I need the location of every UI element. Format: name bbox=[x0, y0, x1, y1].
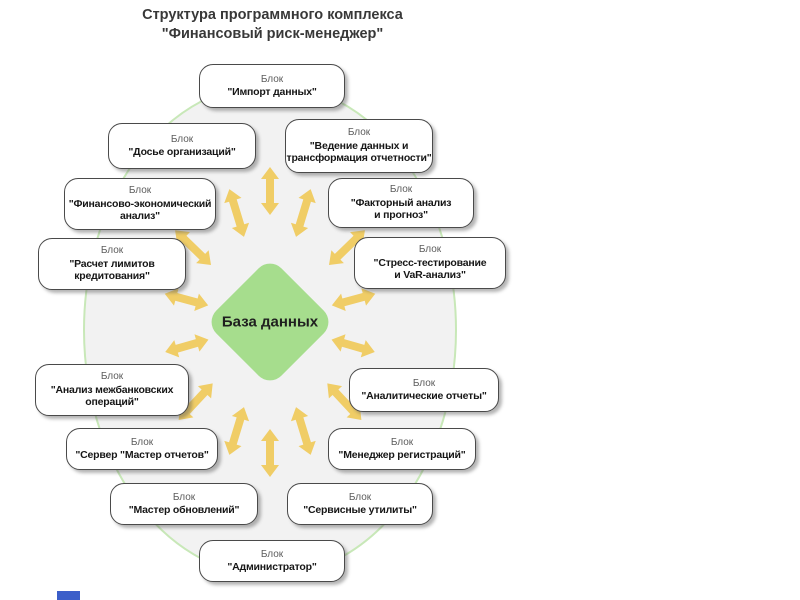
block-update-wizard: Блок"Мастер обновлений" bbox=[110, 483, 258, 525]
double-arrow-icon bbox=[224, 407, 250, 455]
block-service-utils: Блок"Сервисные утилиты" bbox=[287, 483, 433, 525]
page-title-line1: Структура программного комплекса bbox=[142, 7, 403, 23]
block-prefix: Блок bbox=[100, 245, 124, 257]
block-label-line: "Стресс-тестирование bbox=[373, 256, 487, 269]
block-prefix: Блок bbox=[260, 548, 284, 560]
block-label-line: анализ" bbox=[120, 210, 160, 223]
double-arrow-icon bbox=[175, 230, 212, 266]
arrow-group bbox=[164, 167, 376, 477]
block-label-line: "Финансово-экономический bbox=[68, 197, 212, 210]
block-label-line: "Факторный анализ bbox=[350, 196, 452, 209]
block-report-server: Блок"Сервер "Мастер отчетов" bbox=[66, 428, 218, 470]
block-prefix: Блок bbox=[100, 371, 124, 383]
database-diamond bbox=[211, 263, 329, 381]
block-label-line: кредитования" bbox=[74, 270, 150, 283]
block-prefix: Блок bbox=[128, 185, 152, 197]
page-title-line2: "Финансовый риск-менеджер" bbox=[161, 26, 384, 42]
double-arrow-icon bbox=[261, 167, 279, 215]
block-label-line: "Импорт данных" bbox=[227, 86, 317, 98]
block-label-line: "Расчет лимитов bbox=[69, 257, 155, 270]
double-arrow-icon bbox=[290, 407, 316, 455]
bottom-left-accent-bar bbox=[57, 591, 80, 600]
block-prefix: Блок bbox=[260, 73, 284, 85]
double-arrow-icon bbox=[327, 383, 362, 421]
double-arrow-icon bbox=[290, 189, 316, 237]
double-arrow-icon bbox=[261, 429, 279, 477]
double-arrow-icon bbox=[331, 288, 376, 312]
block-import-data: Блок"Импорт данных" bbox=[199, 64, 345, 108]
double-arrow-icon bbox=[224, 189, 250, 237]
block-label-line: "Сервисные утилиты" bbox=[303, 504, 417, 516]
block-prefix: Блок bbox=[347, 127, 371, 139]
block-label-line: "Ведение данных и bbox=[309, 139, 409, 152]
block-label-line: и прогноз" bbox=[374, 209, 428, 222]
block-label-line: операций" bbox=[85, 396, 139, 409]
block-label-line: "Сервер "Мастер отчетов" bbox=[75, 449, 209, 461]
block-registration-mgr: Блок"Менеджер регистраций" bbox=[328, 428, 476, 470]
block-prefix: Блок bbox=[412, 377, 436, 389]
block-prefix: Блок bbox=[389, 184, 413, 196]
block-label-line: "Администратор" bbox=[227, 561, 317, 573]
block-prefix: Блок bbox=[390, 436, 414, 448]
double-arrow-icon bbox=[165, 334, 209, 358]
block-prefix: Блок bbox=[172, 491, 196, 503]
double-arrow-icon bbox=[328, 230, 365, 266]
double-arrow-icon bbox=[331, 334, 375, 358]
database-label: База данных bbox=[221, 313, 319, 331]
block-label-line: "Менеджер регистраций" bbox=[338, 449, 466, 461]
double-arrow-icon bbox=[164, 288, 209, 312]
page-title: Структура программного комплекса "Финанс… bbox=[0, 6, 545, 44]
double-arrow-icon bbox=[178, 383, 213, 421]
block-dossier: Блок"Досье организаций" bbox=[108, 123, 256, 169]
block-administrator: Блок"Администратор" bbox=[199, 540, 345, 582]
block-label-line: "Аналитические отчеты" bbox=[361, 390, 487, 402]
block-prefix: Блок bbox=[170, 133, 194, 145]
block-label-line: "Анализ межбанковских bbox=[50, 383, 174, 396]
block-analytic-reports: Блок"Аналитические отчеты" bbox=[349, 368, 499, 412]
block-label-line: "Досье организаций" bbox=[128, 146, 236, 158]
block-label-line: и VaR-анализ" bbox=[394, 269, 466, 282]
block-label-line: "Мастер обновлений" bbox=[128, 504, 240, 516]
block-prefix: Блок bbox=[130, 436, 154, 448]
block-prefix: Блок bbox=[348, 491, 372, 503]
block-prefix: Блок bbox=[418, 244, 442, 256]
block-label-line: трансформация отчетности" bbox=[286, 152, 432, 165]
